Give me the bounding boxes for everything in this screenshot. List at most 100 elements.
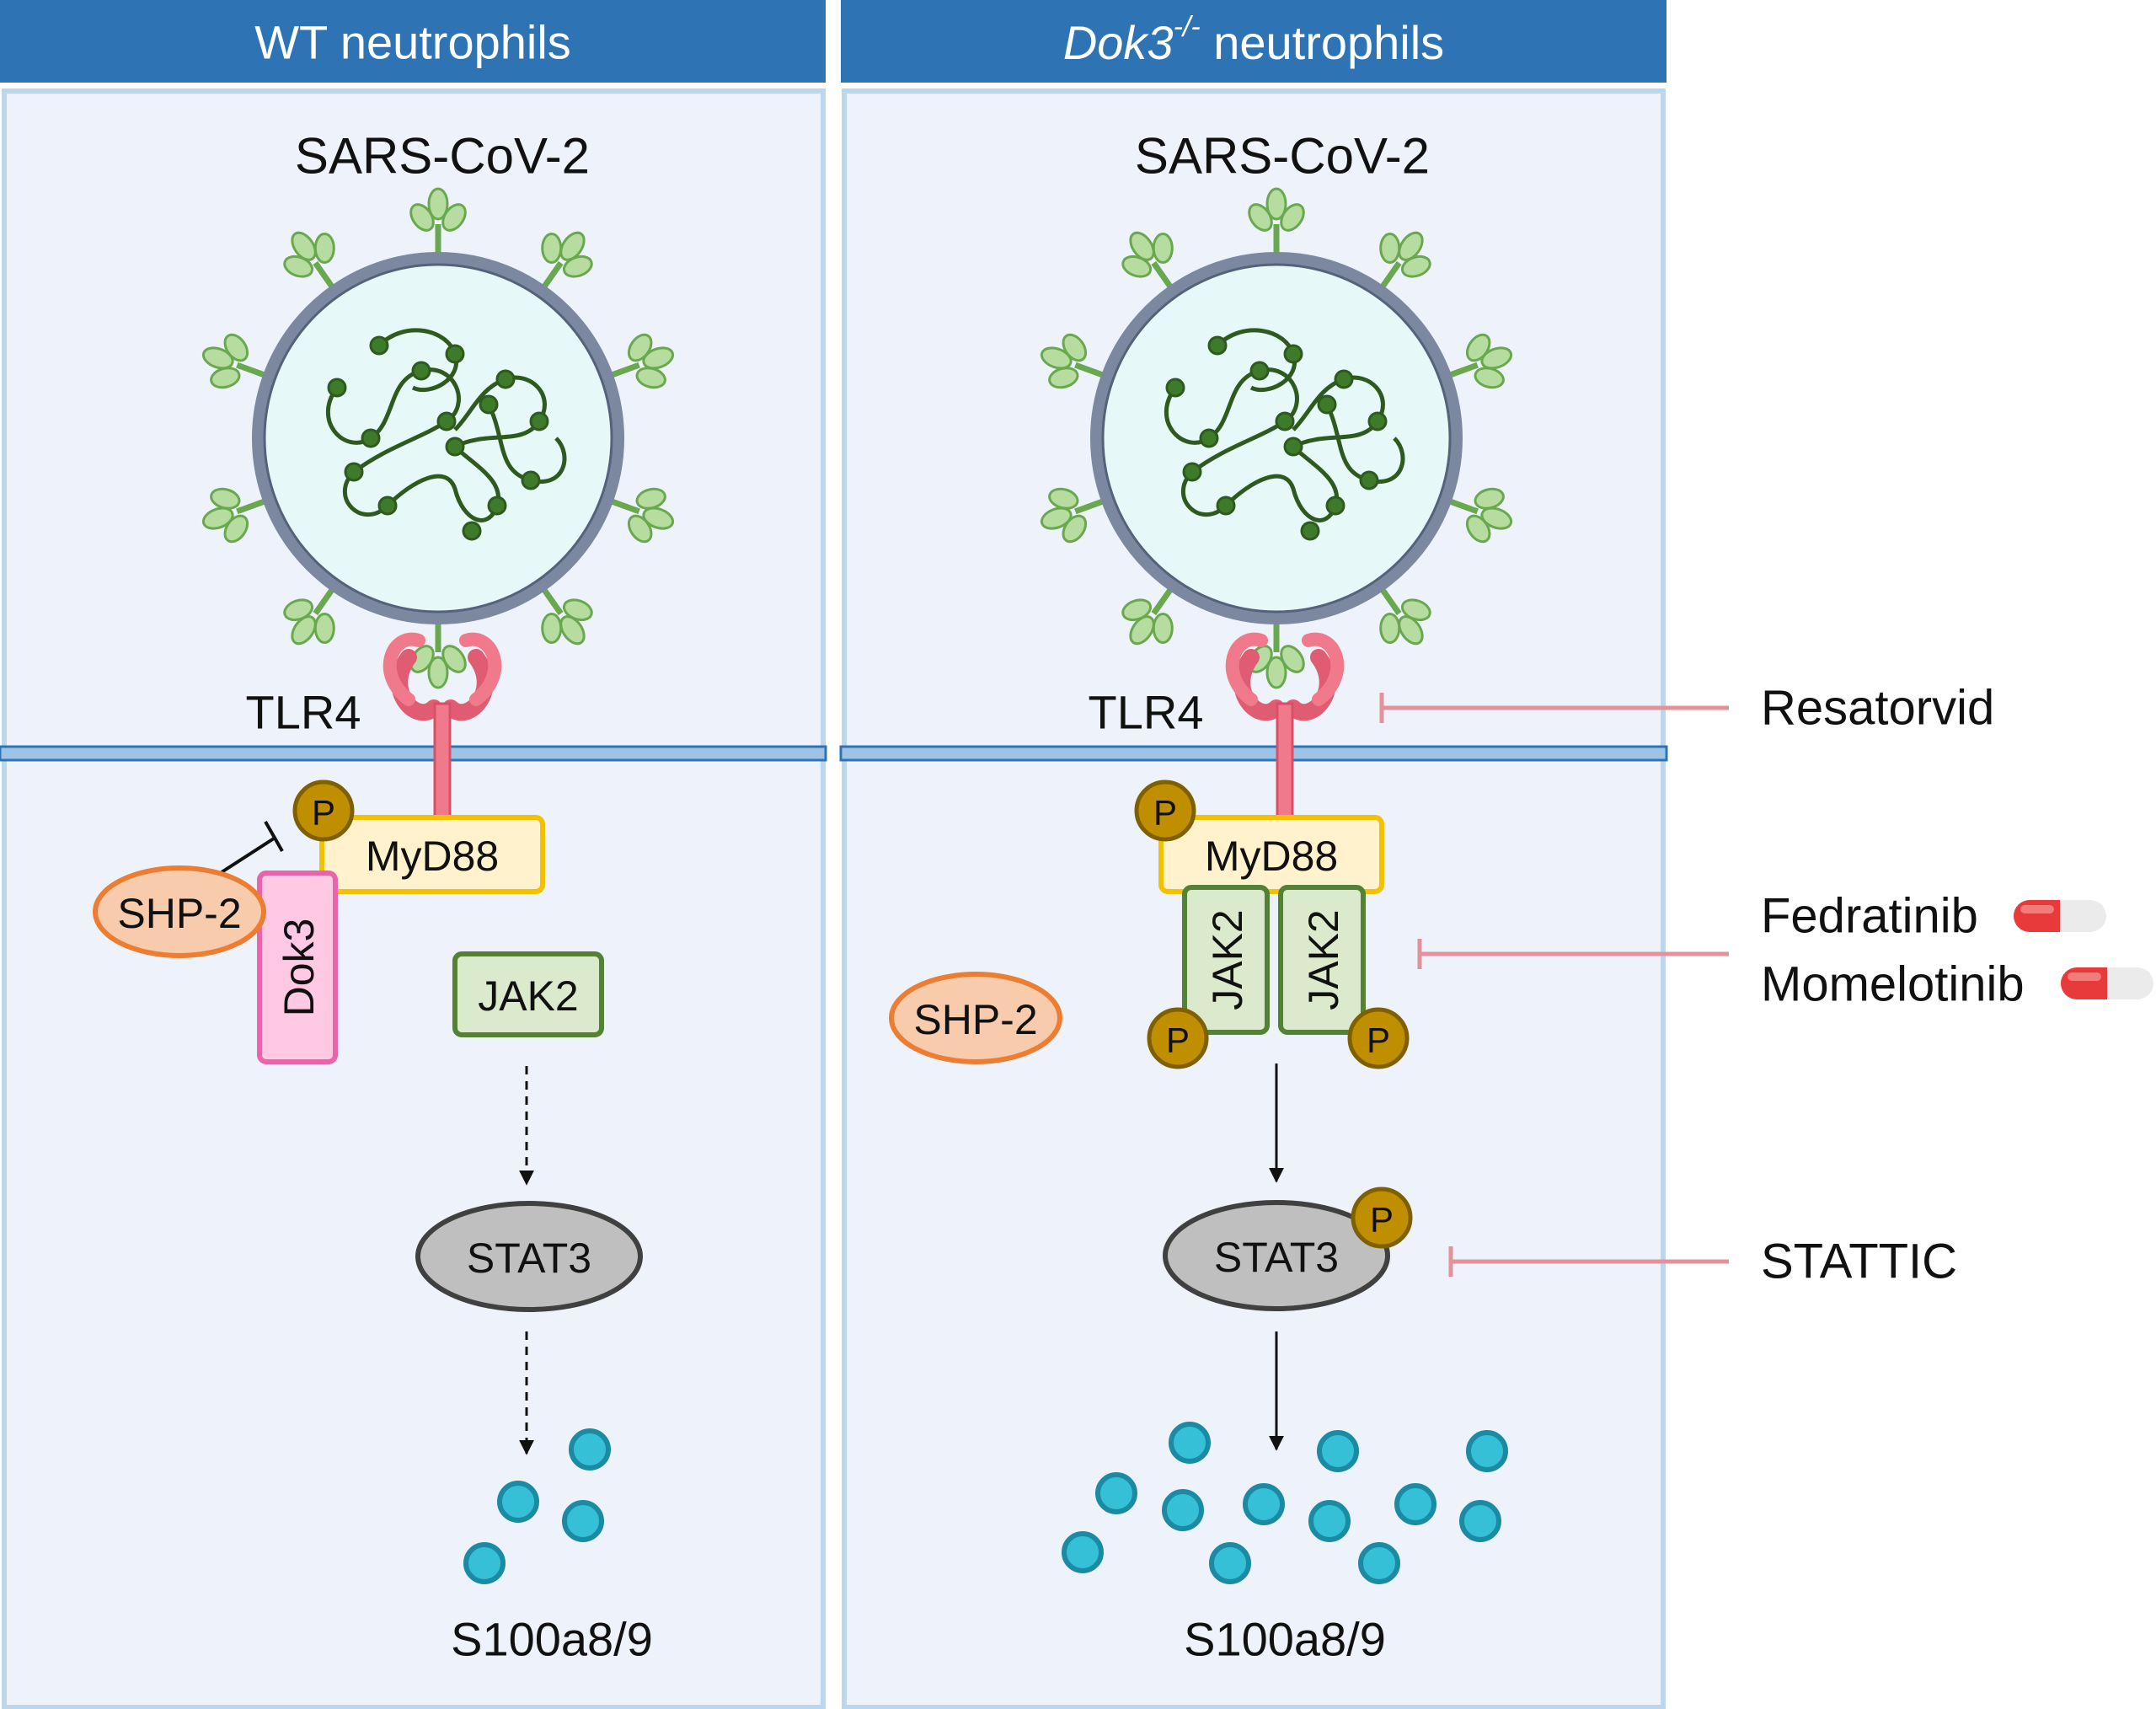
phosphate-label: P — [312, 793, 335, 833]
wt-dok3: Dok3 — [257, 871, 338, 1064]
wt-shp2-shape — [93, 865, 266, 958]
dok3ko-stat3-shape — [1163, 1200, 1390, 1311]
dok3ko-jak2-a-box — [1182, 885, 1270, 1035]
phosphate-group: P — [292, 779, 355, 842]
phosphate-group: P — [1351, 1187, 1413, 1249]
tlr4-stalk — [1276, 702, 1294, 832]
s100-protein-dot — [1358, 1542, 1400, 1584]
phosphate-label: P — [1367, 1021, 1390, 1060]
tlr4-arm-right — [1302, 632, 1345, 706]
tlr4-stalk — [433, 702, 452, 832]
wt-tlr4-label: TLR4 — [246, 686, 361, 739]
wt-dok3-box — [257, 871, 338, 1064]
wt-jak2-box — [452, 951, 604, 1037]
capsule-highlight — [2068, 972, 2101, 981]
dok3ko-tlr4-label: TLR4 — [1089, 686, 1204, 739]
wt-s100-label: S100a8/9 — [451, 1613, 653, 1666]
capsule-red-half — [2014, 900, 2060, 932]
dok3ko-s100-label: S100a8/9 — [1184, 1613, 1386, 1666]
capsule-pill-icon — [2014, 900, 2106, 932]
phosphate-circle — [1347, 1007, 1410, 1069]
stattic-inhibition — [1448, 1246, 1729, 1277]
phosphate-group: P — [1347, 1007, 1410, 1069]
wt-stat3-shape — [415, 1201, 643, 1312]
dok3ko-header-rest: neutrophils — [1201, 16, 1445, 69]
wt-shp2-inhibition-bar — [264, 821, 284, 852]
dok3ko-virus-label: SARS-CoV-2 — [1135, 128, 1430, 185]
wt-header-title: WT neutrophils — [254, 16, 571, 69]
dok3ko-shp2-label: SHP-2 — [913, 996, 1037, 1043]
stattic-label: STATTIC — [1761, 1235, 1957, 1289]
wt-myd88-label: MyD88 — [366, 833, 499, 880]
s100-protein-dot — [1317, 1430, 1359, 1472]
viral-envelope — [1090, 252, 1463, 624]
s100-protein-dot — [1209, 1542, 1251, 1584]
s100-protein-dot — [1062, 1531, 1104, 1573]
tlr4-receptor-icon — [1225, 632, 1345, 846]
dok3ko-myd88-label: MyD88 — [1205, 833, 1338, 880]
dok3ko-header-bar — [841, 0, 1666, 83]
tlr4-arm-left — [383, 632, 425, 706]
dok3ko-panel: Dok3-/- neutrophilsSARS-CoV-2TLR4MyD88PJ… — [839, 0, 1668, 1709]
dok3ko-header-gene: Dok3 — [1063, 16, 1174, 69]
dok3ko-jak2-a-label: JAK2 — [1204, 909, 1251, 1010]
tlr4-arm-left — [1225, 632, 1268, 706]
viral-envelope — [252, 252, 624, 624]
fedratinib-label: Fedratinib — [1761, 889, 1978, 944]
wt-jak2-label: JAK2 — [478, 972, 579, 1020]
wt-shp2-label: SHP-2 — [117, 890, 241, 937]
momelotinib-label: Momelotinib — [1761, 957, 2025, 1012]
s100-protein-dot — [1459, 1500, 1501, 1542]
wt-shp2: SHP-2 — [93, 865, 266, 958]
sars-cov-2-virion-icon — [1031, 189, 1522, 688]
s100-protein-dot — [1095, 1472, 1137, 1514]
phosphate-circle — [1147, 1007, 1209, 1069]
sars-cov-2-virion-icon — [193, 189, 683, 688]
dok3ko-myd88: MyD88 — [1158, 815, 1384, 894]
dok3ko-stat3-label: STAT3 — [1214, 1234, 1339, 1281]
wt-myd88: MyD88 — [319, 815, 545, 894]
wt-virus-label: SARS-CoV-2 — [295, 128, 590, 185]
phosphate-group: P — [1134, 779, 1196, 842]
dok3ko-header-title: Dok3-/- neutrophils — [1063, 11, 1444, 69]
phosphate-label: P — [1153, 793, 1177, 833]
dok3ko-shp2: SHP-2 — [889, 972, 1062, 1064]
phosphate-label: P — [1166, 1021, 1190, 1060]
wt-shp2-inhibition-line — [220, 837, 276, 874]
dok3ko-jak2-a: JAK2 — [1182, 885, 1270, 1035]
s100-protein-dot — [569, 1428, 611, 1471]
s100-protein-dot — [497, 1481, 539, 1523]
s100-protein-dot — [1243, 1483, 1285, 1525]
dok3ko-membrane — [839, 745, 1668, 762]
phosphate-label: P — [1370, 1200, 1394, 1240]
s100-protein-dot — [463, 1542, 506, 1584]
s100-protein-dot — [1394, 1483, 1436, 1525]
dok3ko-myd88-box — [1158, 815, 1384, 894]
capsule-highlight — [2020, 905, 2054, 913]
dok3ko-stat3: STAT3 — [1163, 1200, 1390, 1311]
phosphate-circle — [1351, 1187, 1413, 1249]
resatorvid-label: Resatorvid — [1761, 681, 1994, 736]
wt-membrane — [0, 745, 827, 762]
wt-stat3-label: STAT3 — [467, 1235, 591, 1282]
viral-envelope-inner — [1101, 263, 1452, 613]
wt-myd88-box — [319, 815, 545, 894]
wt-stat3: STAT3 — [415, 1201, 643, 1312]
s100-protein-dot — [1169, 1422, 1211, 1464]
jak2-inhibition — [1417, 939, 1729, 969]
viral-envelope-inner — [263, 263, 613, 613]
dok3ko-jak2-b-label: JAK2 — [1300, 909, 1347, 1010]
s100-protein-dot — [562, 1500, 604, 1542]
dok3ko-header-superscript: -/- — [1174, 11, 1201, 43]
dok3ko-shp2-shape — [889, 972, 1062, 1064]
tlr4-arm-right — [459, 632, 502, 706]
s100-protein-dot — [1308, 1500, 1351, 1542]
phosphate-group: P — [1147, 1007, 1209, 1069]
s100-protein-dot — [1162, 1489, 1204, 1531]
wt-jak2: JAK2 — [452, 951, 604, 1037]
s100-protein-dot — [1466, 1430, 1508, 1472]
